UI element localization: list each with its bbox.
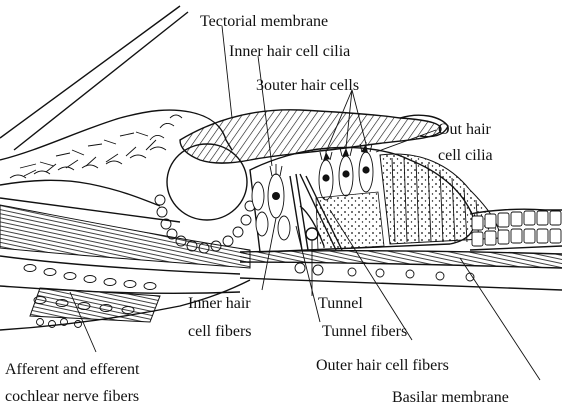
reissner-membrane bbox=[0, 6, 188, 150]
label-inner-hair-cell-cilia: Inner hair cell cilia bbox=[229, 43, 350, 60]
label-3-outer-hair-cells: 3outer hair cells bbox=[256, 77, 359, 94]
label-tunnel-fibers: Tunnel fibers bbox=[322, 323, 407, 340]
label-basilar-membrane: Basilar membrane bbox=[392, 389, 509, 406]
label-inner-hair-fibers-line1: Inner hair bbox=[188, 295, 251, 312]
label-out-hair-line1: Out hair bbox=[438, 121, 492, 138]
label-inner-hair-fibers-line2: cell fibers bbox=[188, 323, 252, 340]
label-afferent-line1: Afferent and efferent bbox=[5, 361, 140, 378]
basilar-membrane-band bbox=[240, 251, 562, 290]
label-outer-hair-cell-fibers: Outer hair cell fibers bbox=[316, 357, 449, 374]
label-afferent-line2: cochlear nerve fibers bbox=[5, 388, 139, 405]
limbus-cells bbox=[10, 115, 182, 178]
label-tectorial-membrane: Tectorial membrane bbox=[200, 13, 328, 30]
label-out-hair-line2: cell cilia bbox=[438, 147, 493, 164]
inner-hair-cell bbox=[268, 164, 284, 218]
label-tunnel: Tunnel bbox=[318, 295, 363, 312]
